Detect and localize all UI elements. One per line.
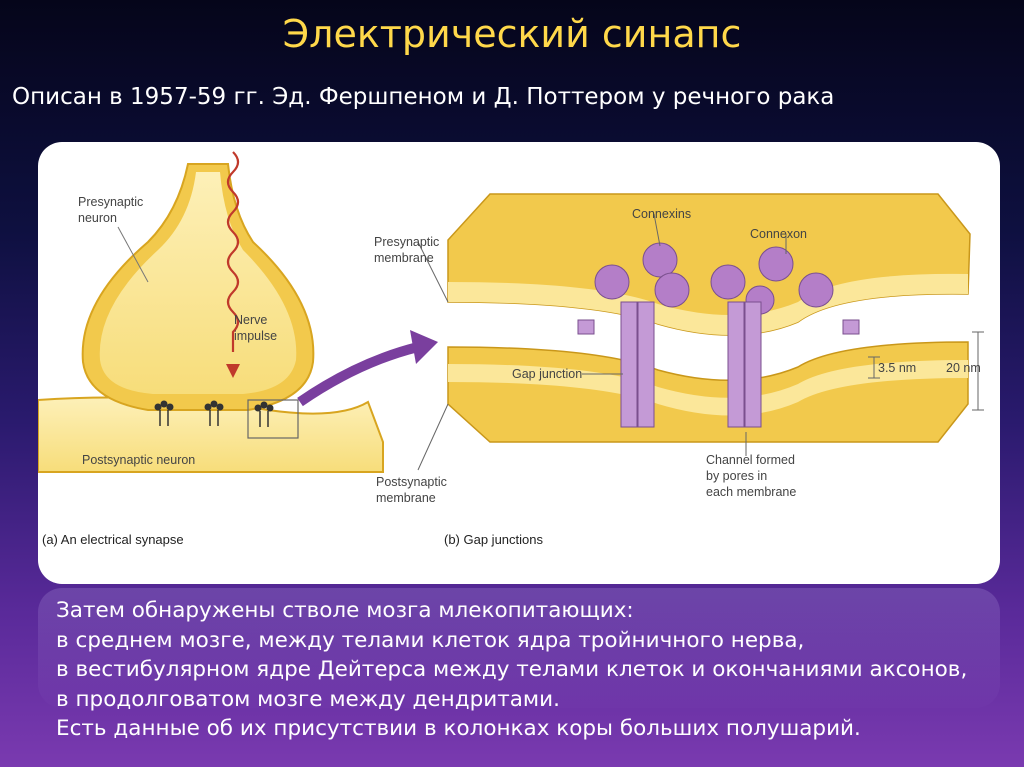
connexins-label: Connexins (632, 207, 691, 221)
nerve-impulse-arrow (226, 151, 240, 352)
synapse-diagram: Presynaptic neuron Nerve impulse Postsyn… (38, 151, 984, 547)
panel-a-caption: (a) An electrical synapse (42, 532, 184, 547)
gap-width-label: 3.5 nm (878, 361, 916, 375)
body-line: Затем обнаружены стволе мозга млекопитаю… (56, 598, 634, 623)
channel-label-3: each membrane (706, 485, 796, 499)
presynaptic-membrane-label-1: Presynaptic (374, 235, 439, 249)
postsynaptic-membrane-label-2: membrane (376, 491, 436, 505)
panel-reflection (38, 588, 1000, 708)
body-line: в вестибулярном ядре Дейтерса между тела… (56, 657, 968, 682)
presynaptic-neuron-label-2: neuron (78, 211, 117, 225)
channel-label-1: Channel formed (706, 453, 795, 467)
body-line: в среднем мозге, между телами клеток ядр… (56, 627, 805, 653)
presynaptic-membrane-label-2: membrane (374, 251, 434, 265)
slide-subtitle: Описан в 1957-59 гг. Эд. Фершпеном и Д. … (12, 84, 835, 110)
panel-b-caption: (b) Gap junctions (444, 532, 543, 547)
figure-panel: Presynaptic neuron Nerve impulse Postsyn… (38, 142, 1000, 584)
channel-label-2: by pores in (706, 469, 767, 483)
connexon-channels (577, 301, 860, 428)
zoom-box (247, 399, 299, 439)
connexon-label: Connexon (750, 227, 807, 241)
body-line: Есть данные об их присутствии в колонках… (56, 716, 861, 741)
connexons (594, 242, 834, 315)
magnify-arrow (297, 342, 420, 407)
presynaptic-neuron-label-1: Presynaptic (78, 195, 143, 209)
postsynaptic-neuron-label: Postsynaptic neuron (82, 453, 195, 467)
body-text: Затем обнаружены стволе мозга млекопитаю… (56, 596, 967, 744)
body-line: в продолговатом мозге между дендритами. (56, 686, 560, 712)
total-width-label: 20 nm (946, 361, 981, 375)
slide-title: Электрический синапс (282, 12, 742, 56)
panel-b-membranes (447, 193, 971, 443)
postsynaptic-membrane-label-1: Postsynaptic (376, 475, 447, 489)
nerve-impulse-label-2: impulse (234, 329, 277, 343)
nerve-impulse-label-1: Nerve (234, 313, 267, 327)
panel-a-neuron (38, 151, 384, 473)
gap-junction-label: Gap junction (512, 367, 582, 381)
